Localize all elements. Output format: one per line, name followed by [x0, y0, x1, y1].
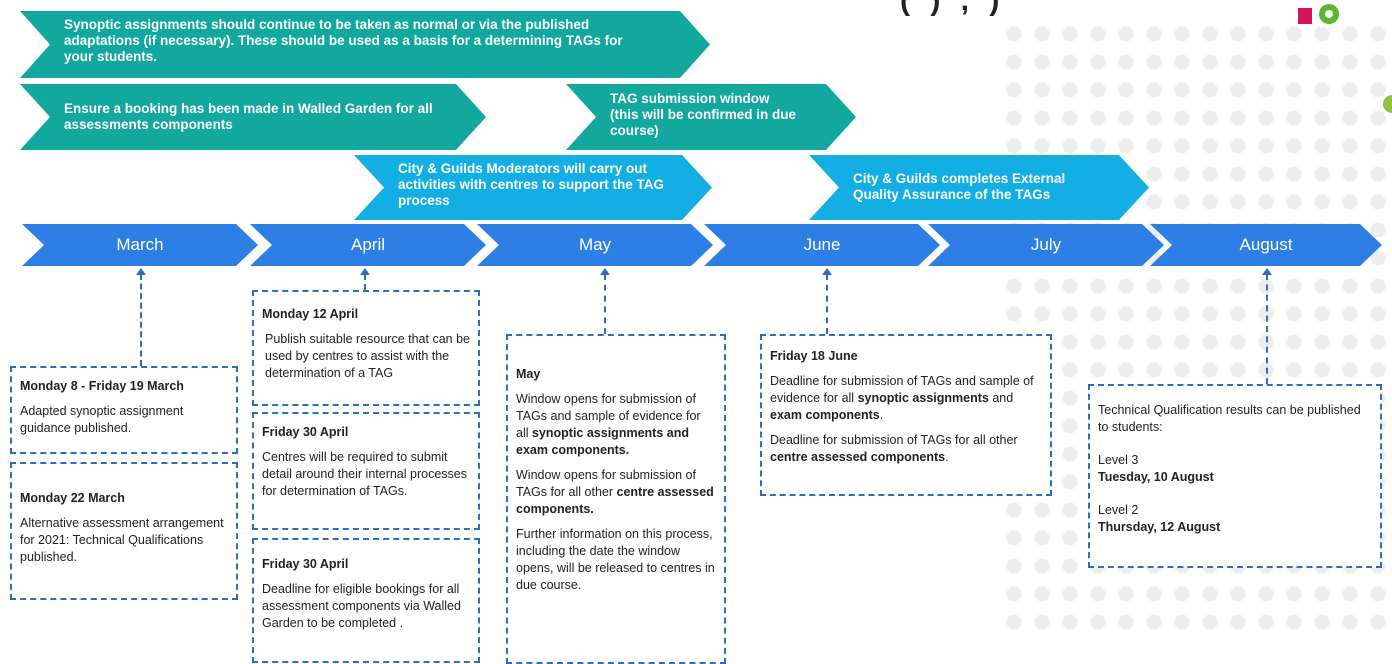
card-body: Alternative assessment arrangement for 2… — [20, 516, 224, 564]
month-april-label: April — [350, 235, 385, 254]
connector-arrowhead-june — [822, 268, 832, 275]
card-paragraph-1: Deadline for submission of TAGs and samp… — [770, 374, 1034, 422]
month-june: June — [704, 224, 940, 266]
month-june-label: June — [803, 235, 841, 254]
level-3-label: Level 3 — [1098, 453, 1139, 467]
card-paragraph-3: Further information on this process, inc… — [516, 527, 715, 592]
card-paragraph-2: Deadline for submission of TAGs for all … — [770, 433, 1018, 464]
connector-may — [604, 274, 606, 334]
banner-tag-window-text: TAG submission window (this will be conf… — [610, 91, 797, 138]
connector-march — [140, 274, 142, 366]
card-body: Adapted synoptic assignment guidance pub… — [20, 404, 184, 435]
card-may: May Window opens for submission of TAGs … — [506, 334, 726, 664]
card-august-results: Technical Qualification results can be p… — [1088, 384, 1382, 568]
card-heading: Monday 8 - Friday 19 March — [20, 379, 184, 393]
banner-booking-text: Ensure a booking has been made in Walled… — [64, 101, 433, 132]
card-paragraph-1: Window opens for submission of TAGs and … — [516, 392, 701, 457]
card-body: Deadline for eligible bookings for all a… — [262, 582, 461, 630]
connector-arrowhead-may — [600, 268, 610, 275]
banner-eqa: City & Guilds completes External Quality… — [809, 155, 1149, 220]
month-august-label: August — [1239, 235, 1293, 254]
connector-august — [1266, 274, 1268, 384]
month-march: March — [22, 224, 258, 266]
card-heading: Monday 12 April — [262, 307, 359, 321]
card-june-18: Friday 18 June Deadline for submission o… — [760, 334, 1052, 496]
banner-synoptic-text: Synoptic assignments should continue to … — [64, 17, 623, 64]
level-2-label: Level 2 — [1098, 503, 1139, 517]
logo-green-ring — [1319, 4, 1339, 24]
connector-june — [826, 274, 828, 334]
card-march-22: Monday 22 March Alternative assessment a… — [10, 462, 238, 600]
card-heading: May — [516, 367, 541, 381]
logo-pink-block — [1298, 8, 1312, 24]
connector-arrowhead-april — [360, 268, 370, 275]
month-may-label: May — [578, 235, 612, 254]
card-heading: Friday 30 April — [262, 557, 349, 571]
connector-april — [364, 274, 366, 290]
card-april-12: Monday 12 April Publish suitable resourc… — [252, 290, 480, 406]
card-april-30-a: Friday 30 April Centres will be required… — [252, 412, 480, 530]
banner-moderators-text: City & Guilds Moderators will carry out … — [398, 161, 665, 208]
card-march-8-19: Monday 8 - Friday 19 March Adapted synop… — [10, 366, 238, 454]
card-intro: Technical Qualification results can be p… — [1098, 403, 1361, 434]
banner-tag-window: TAG submission window (this will be conf… — [566, 84, 856, 150]
banner-booking: Ensure a booking has been made in Walled… — [20, 84, 486, 150]
card-heading: Monday 22 March — [20, 491, 125, 505]
month-april: April — [250, 224, 486, 266]
month-march-label: March — [116, 235, 164, 254]
title-fragment: ( ) , ) — [900, 0, 1006, 17]
card-heading: Friday 30 April — [262, 425, 349, 439]
banner-synoptic: Synoptic assignments should continue to … — [20, 11, 710, 78]
card-body: Publish suitable resource that can be us… — [265, 332, 470, 380]
connector-arrowhead-march — [136, 268, 146, 275]
connector-arrowhead-august — [1262, 268, 1272, 275]
level-2-date: Thursday, 12 August — [1098, 520, 1221, 534]
banner-moderators: City & Guilds Moderators will carry out … — [354, 155, 712, 220]
logo-green-dot — [1383, 95, 1392, 113]
month-july-label: July — [1030, 235, 1062, 254]
card-body: Centres will be required to submit detai… — [262, 450, 467, 498]
month-august: August — [1150, 224, 1382, 266]
banner-eqa-text: City & Guilds completes External Quality… — [853, 171, 1066, 202]
month-july: July — [928, 224, 1164, 266]
card-paragraph-2: Window opens for submission of TAGs for … — [516, 468, 714, 516]
card-april-30-b: Friday 30 April Deadline for eligible bo… — [252, 538, 480, 663]
level-3-date: Tuesday, 10 August — [1098, 470, 1214, 484]
card-heading: Friday 18 June — [770, 349, 858, 363]
month-may: May — [477, 224, 713, 266]
